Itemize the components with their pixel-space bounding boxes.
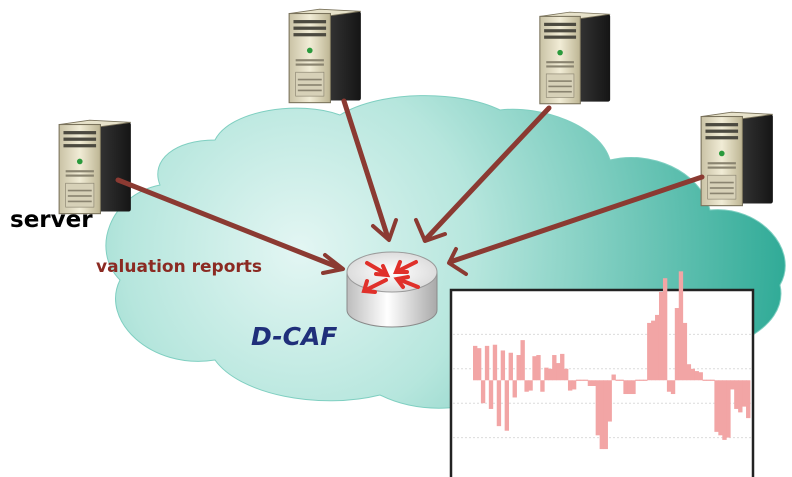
chart-bar [504, 380, 510, 431]
chart-bar [690, 368, 695, 381]
chart-bar [492, 344, 498, 381]
chart-bar [488, 380, 494, 409]
chart-bar [706, 379, 711, 381]
chart-bar [520, 340, 525, 381]
server-label: server [10, 207, 93, 233]
chart-bar [599, 380, 604, 450]
chart-bar [512, 380, 517, 398]
chart-bar [710, 379, 715, 381]
chart-bar [595, 380, 601, 436]
chart-bar [678, 271, 684, 381]
chart-bar [603, 380, 608, 450]
chart-bar [607, 380, 612, 422]
chart-bar [571, 380, 577, 390]
chart-bar [516, 355, 521, 381]
arrow-from-top-right-server [422, 105, 552, 243]
chart-bar [548, 368, 553, 381]
chart-bar [500, 350, 506, 381]
chart-bar [508, 352, 513, 381]
chart-bar [702, 379, 707, 381]
chart-bar [643, 379, 648, 381]
chart-bar [666, 380, 672, 392]
chart-bar [615, 379, 620, 381]
chart-bar [484, 345, 490, 381]
chart-bar [528, 380, 533, 391]
chart-bar [544, 367, 549, 381]
chart-bar [670, 380, 676, 395]
server-right [700, 111, 774, 207]
chart-bar [694, 371, 699, 381]
chart-bar [583, 379, 589, 381]
server-top-left [288, 8, 362, 104]
chart-bar [714, 380, 719, 432]
chart-bar [552, 355, 557, 381]
report-arrows [115, 98, 705, 276]
arrow-from-right-server [447, 174, 705, 265]
chart-bar [742, 380, 747, 407]
server-top-right [539, 11, 611, 105]
d-caf-label: D-CAF [251, 322, 338, 351]
server-left [58, 119, 132, 215]
chart-bar [587, 380, 593, 386]
arrow-from-top-left-server [341, 98, 391, 241]
chart-bar [647, 322, 652, 381]
chart-bar [496, 380, 502, 427]
chart-bar [591, 380, 597, 386]
chart-bar [579, 379, 585, 381]
chart-bar [564, 368, 569, 381]
chart-bar [532, 356, 537, 381]
chart-bar [655, 314, 660, 381]
chart-bar [746, 380, 751, 419]
chart-bar [635, 379, 640, 381]
chart-bar [730, 380, 735, 390]
chart-bar [560, 353, 565, 381]
chart-bar [674, 308, 680, 381]
chart-bar [619, 379, 624, 381]
router-icon [346, 251, 438, 328]
chart-bar [631, 380, 636, 395]
chart-bar [682, 322, 688, 381]
chart-bar [734, 380, 739, 409]
chart-bar [722, 380, 727, 440]
chart-bar [738, 380, 743, 413]
chart-bar [540, 380, 545, 392]
chart-bar [556, 363, 561, 381]
chart-bar [651, 320, 656, 381]
chart-bar [639, 379, 644, 381]
chart-bar [575, 379, 581, 381]
chart-bar [473, 345, 478, 381]
chart-bar [627, 380, 632, 395]
chart-bar [718, 380, 723, 436]
chart-bar [480, 380, 486, 404]
chart-bar [698, 372, 703, 381]
chart-bar [476, 348, 482, 381]
valuation-chart [449, 271, 755, 477]
chart-bar [662, 278, 668, 381]
chart-bar [611, 374, 616, 381]
arrow-from-left-server [115, 177, 343, 271]
chart-bar [567, 380, 573, 391]
chart-bar [623, 380, 628, 395]
valuation-reports-label: valuation reports [96, 257, 262, 277]
chart-bar [686, 364, 692, 381]
chart-bar [658, 291, 664, 381]
chart-bar [524, 380, 529, 392]
chart-bar [536, 355, 541, 381]
chart-bar [726, 380, 731, 438]
